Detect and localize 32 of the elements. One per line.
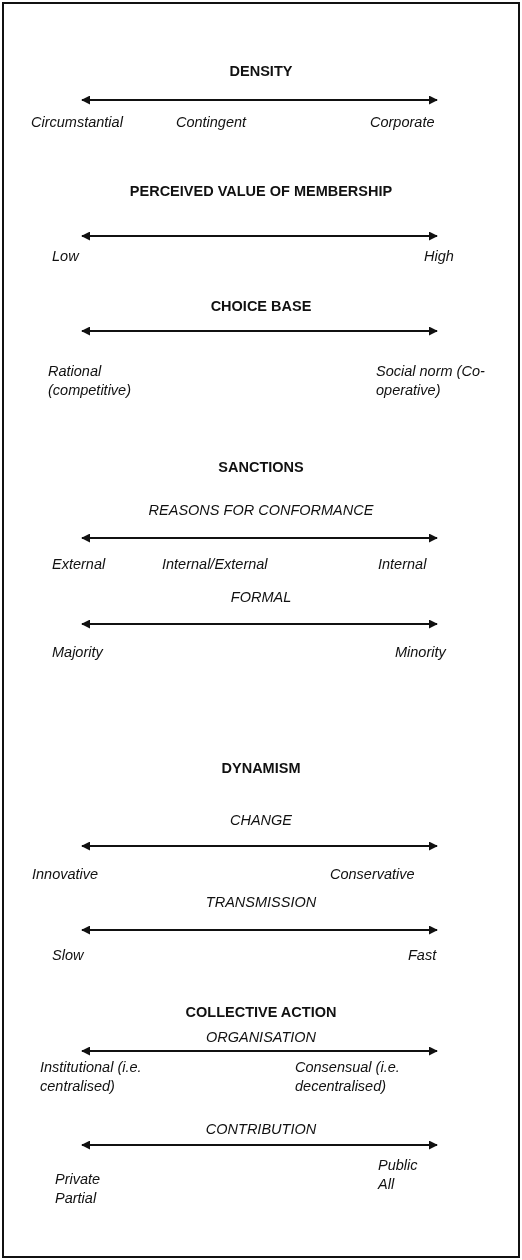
scale-end-label: Rational (competitive): [48, 362, 132, 400]
scale-title: REASONS FOR CONFORMANCE: [147, 501, 375, 520]
scale-end-label: Social norm (Co-operative): [376, 362, 486, 400]
scale-end-label: Innovative: [32, 865, 99, 884]
scale-title: CONTRIBUTION: [204, 1120, 318, 1139]
scale-title: TRANSMISSION: [204, 893, 318, 912]
scale-end-label: Fast: [408, 946, 437, 965]
scale-end-label: Slow: [52, 946, 84, 965]
section-heading: CHOICE BASE: [209, 297, 313, 316]
scale-end-label: External: [52, 555, 106, 574]
scale-title: ORGANISATION: [204, 1028, 318, 1047]
scale-title: FORMAL: [229, 588, 293, 607]
scale-end-label: Internal/External: [162, 555, 268, 574]
section-heading: COLLECTIVE ACTION: [184, 1003, 338, 1022]
scale-end-label: Corporate: [370, 113, 435, 132]
scale-end-label: Internal: [378, 555, 427, 574]
section-heading: DYNAMISM: [220, 759, 302, 778]
section-heading: PERCEIVED VALUE OF MEMBERSHIP: [128, 182, 394, 201]
scale-end-label: Low: [52, 247, 79, 266]
scale-end-label: Institutional (i.e. centralised): [40, 1058, 143, 1096]
scale-end-label: Majority: [52, 643, 103, 662]
section-heading: SANCTIONS: [217, 458, 305, 477]
scale-end-label: Consensual (i.e. decentralised): [295, 1058, 401, 1096]
scale-title: Contingent: [174, 113, 248, 132]
scale-title: CHANGE: [228, 811, 293, 830]
section-heading: DENSITY: [228, 62, 294, 81]
scale-end-label: Private Partial: [55, 1170, 102, 1208]
scale-end-label: High: [424, 247, 454, 266]
scale-end-label: Circumstantial: [31, 113, 123, 132]
scale-end-label: Conservative: [330, 865, 415, 884]
scale-end-label: Minority: [395, 643, 446, 662]
scale-end-label: Public All: [378, 1156, 419, 1194]
